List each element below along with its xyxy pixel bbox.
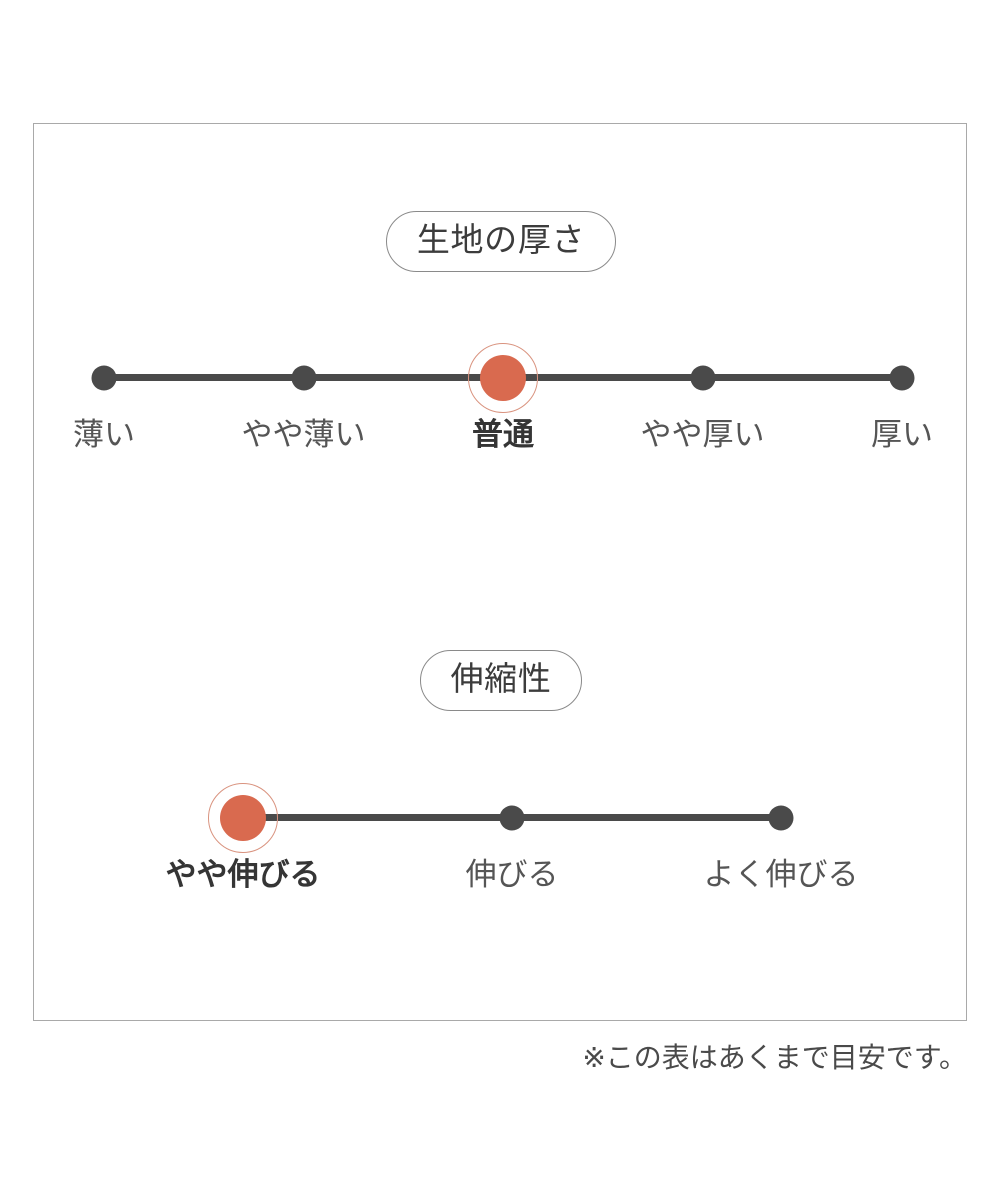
scale-label-thickness-4: 厚い (871, 417, 933, 452)
scale-label-thickness-0: 薄い (73, 417, 135, 452)
section-title-thickness: 生地の厚さ (385, 211, 617, 272)
scale-node-stretch-1[interactable] (499, 805, 525, 830)
scale-thickness: 薄い やや薄い 普通 やや厚い 厚い (34, 324, 968, 452)
scale-label-stretch-0: やや伸びる (165, 857, 321, 892)
scale-node-stretch-2[interactable] (768, 805, 794, 830)
scale-label-thickness-3: やや厚い (640, 417, 765, 452)
scale-label-stretch-1: 伸びる (465, 857, 559, 892)
scale-node-thickness-0[interactable] (91, 365, 117, 390)
section-title-stretch: 伸縮性 (419, 650, 583, 711)
scale-label-thickness-2: 普通 (472, 417, 534, 452)
section-heading-row-thickness: 生地の厚さ (34, 211, 968, 272)
scale-label-thickness-1: やや薄い (241, 417, 366, 452)
scale-stretch: やや伸びる 伸びる よく伸びる (34, 764, 968, 892)
scale-label-stretch-2: よく伸びる (703, 857, 859, 892)
disclaimer-note: ※この表はあくまで目安です。 (582, 1042, 967, 1073)
scale-node-thickness-4[interactable] (889, 365, 915, 390)
scale-node-thickness-1[interactable] (291, 365, 316, 390)
spec-card: 生地の厚さ 薄い やや薄い 普通 やや厚い 厚い 伸縮性 やや伸びる 伸びる (33, 123, 967, 1021)
scale-node-thickness-2[interactable] (480, 354, 526, 401)
section-heading-row-stretch: 伸縮性 (34, 650, 968, 711)
scale-node-thickness-3[interactable] (690, 365, 715, 390)
scale-node-stretch-0[interactable] (220, 794, 266, 841)
